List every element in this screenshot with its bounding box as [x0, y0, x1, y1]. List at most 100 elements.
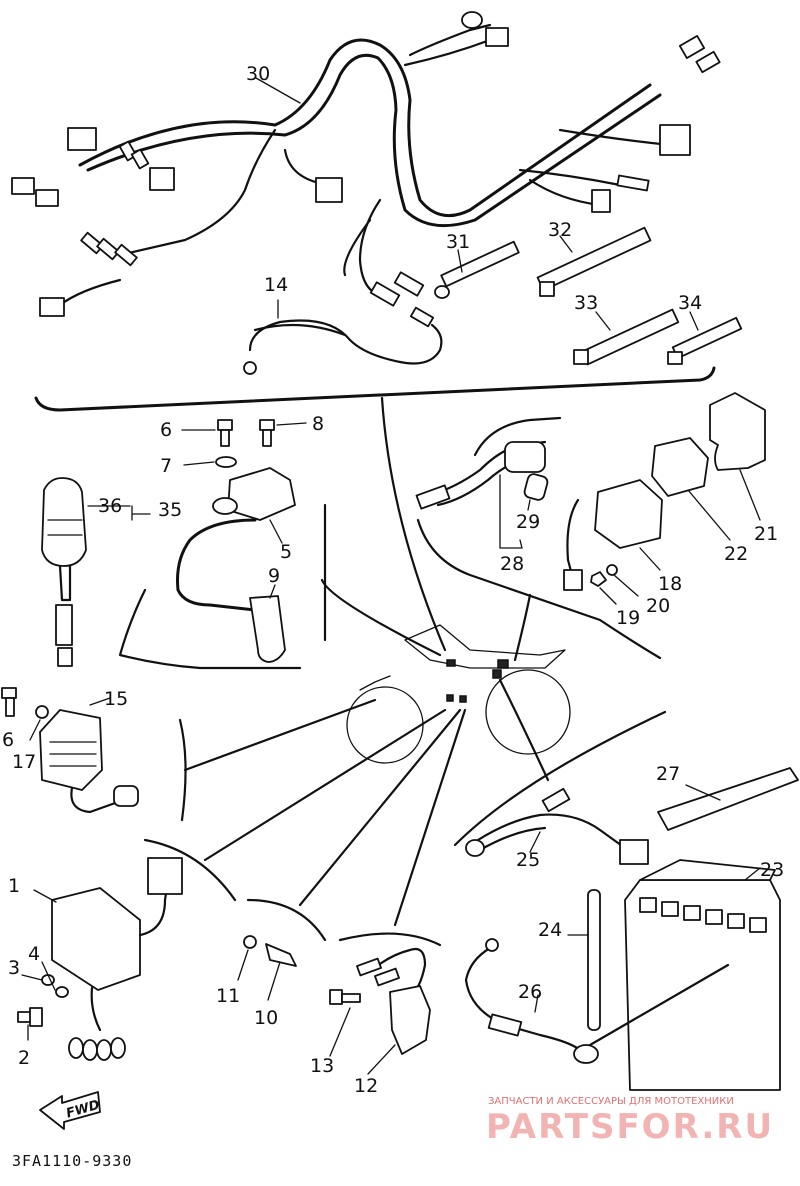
marker-cdi: [446, 694, 454, 702]
battery-lead-26-boot: [487, 1013, 523, 1037]
harness-drop-branch: [358, 198, 382, 297]
bolt-6-left: [1, 687, 17, 717]
cdi-bracket: [143, 838, 237, 902]
leader-12: [367, 1044, 396, 1075]
watermark: ЗАПЧАСТИ И АКСЕССУАРЫ ДЛЯ МОТОТЕХНИКИ PA…: [486, 1096, 772, 1147]
main-switch-wire: [58, 564, 72, 602]
starter-switch-group: [329, 947, 431, 1075]
harness-bullet-a: [678, 35, 706, 59]
washer-11: [243, 935, 257, 949]
rectifier-leader: [183, 698, 377, 772]
harness-bullet-c: [616, 174, 650, 192]
starter-switch-body: [389, 985, 431, 1055]
callout-18: 18: [658, 573, 682, 595]
callout-8: 8: [312, 413, 324, 435]
harness-top-lead: [408, 23, 492, 57]
relay-leader: [513, 593, 532, 662]
leader-29: [527, 499, 531, 511]
battery-bracket: [453, 710, 667, 847]
callout-27: 27: [656, 763, 680, 785]
main-switch-connector: [55, 604, 73, 646]
callout-21: 21: [754, 523, 778, 545]
callout-28: 28: [500, 553, 524, 575]
callout-33: 33: [574, 292, 598, 314]
callout-10: 10: [254, 1007, 278, 1029]
relay-group: [415, 392, 766, 605]
washer-20: [606, 564, 618, 576]
watermark-tagline: ЗАПЧАСТИ И АКСЕССУАРЫ ДЛЯ МОТОТЕХНИКИ: [488, 1096, 734, 1107]
callout-15: 15: [104, 688, 128, 710]
rear-wheel: [485, 669, 571, 755]
harness-bullet-b: [695, 50, 721, 74]
cdi-washer-4: [55, 986, 69, 998]
starter-relay-plug: [563, 569, 583, 591]
sensor-10: [265, 943, 297, 967]
battery-leader: [498, 678, 550, 782]
callout-17: 17: [12, 751, 36, 773]
washer-7: [183, 456, 237, 468]
callout-36: 36: [98, 495, 122, 517]
leader-9: [269, 584, 276, 599]
callout-23: 23: [760, 859, 784, 881]
harness-right-branch-3: [528, 178, 602, 207]
callout-19: 19: [616, 607, 640, 629]
relay-22: [651, 437, 709, 497]
cable-tie-33: [573, 308, 680, 366]
high-tension-lead: [176, 518, 257, 612]
cable-ties: [434, 226, 743, 366]
leader-18: [639, 547, 661, 571]
fuse-holder: [504, 441, 546, 473]
starter-relay: [594, 479, 663, 549]
callout-labels: 30 31 32 33 34 14 6 7 8 36 35 5 9 29 28 …: [2, 63, 784, 1097]
rectifier-fins: [49, 741, 97, 767]
bolt-6-top: [181, 419, 233, 447]
leader-13: [329, 1007, 351, 1057]
starter-switch-terminal-a: [356, 957, 382, 977]
cable-tie-32: [536, 226, 652, 297]
sub-harness-wire-2: [253, 323, 347, 337]
callout-25: 25: [516, 849, 540, 871]
callout-2: 2: [18, 1047, 30, 1069]
breather-hose-24: [587, 889, 601, 1031]
harness-left-lead: [58, 278, 122, 307]
battery-group: [464, 767, 799, 1091]
callout-30: 30: [246, 63, 270, 85]
diagram-code: 3FA1110-9330: [12, 1152, 132, 1170]
callout-32: 32: [548, 219, 572, 241]
leader-10: [267, 961, 281, 1001]
callout-5: 5: [280, 541, 292, 563]
harness-lower-branch: [118, 128, 277, 257]
battery-lead-26: [464, 946, 582, 1052]
ignition-coil: [227, 467, 296, 521]
sensor-bracket: [246, 898, 327, 942]
ignition-coil-mount: [212, 497, 238, 515]
washer-17: [35, 705, 49, 719]
battery-lead-terminal: [465, 839, 485, 857]
harness-left-bullets: [80, 140, 150, 267]
battery-lead-26-ring: [485, 938, 499, 952]
harness-right-branch-2: [518, 168, 622, 187]
battery-top: [639, 859, 776, 881]
cable-tie-34: [667, 311, 743, 365]
leader-15: [89, 697, 111, 706]
callout-34: 34: [678, 292, 702, 314]
bolt-13: [329, 989, 361, 1005]
relay-section-bracket: [416, 518, 662, 660]
callout-11: 11: [216, 985, 240, 1007]
rectifier-bracket: [178, 718, 187, 822]
callout-6-upper: 6: [160, 419, 172, 441]
cdi-bolt-2: [17, 1007, 43, 1027]
callout-31: 31: [446, 231, 470, 253]
cdi-unit: [51, 887, 141, 991]
leader-3: [21, 974, 43, 981]
cable-tie-31: [434, 240, 520, 299]
rectifier-wire: [70, 786, 120, 814]
cdi-plugs: [68, 1037, 126, 1061]
fuse-holder-end: [415, 484, 451, 510]
harness-main-trunk-2: [86, 53, 662, 228]
cdi-group: [17, 857, 183, 1061]
harness-connector-d: [149, 167, 175, 191]
leader-23: [744, 867, 761, 881]
leader-5: [269, 519, 283, 544]
callout-29: 29: [516, 511, 540, 533]
